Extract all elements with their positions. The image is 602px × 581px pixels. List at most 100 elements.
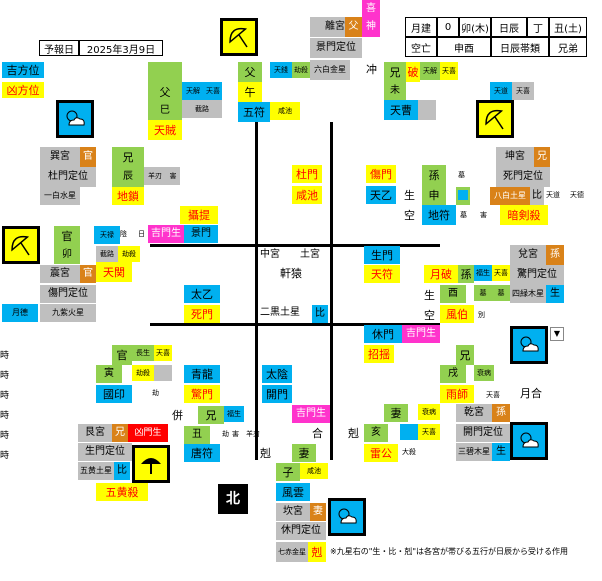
nw-tianxi: 天喜 [486,391,500,399]
center-tianfu: 天符 [364,265,400,283]
se-hai: 害 [166,167,180,185]
se-disuo: 地鎖 [112,187,144,205]
cloudy-sun-icon [328,498,366,536]
left-edge-5: 時 [0,451,10,461]
south-tag-xianchi: 咸池 [270,102,300,120]
info-shenyou: 申酉 [437,37,491,57]
se-jielu: 截路 [182,100,222,118]
nw-palace: 乾宮 [456,404,492,422]
sw-tianjie: 天解 [420,62,440,80]
grid-line-v2 [330,122,333,340]
lucky-direction: 吉方位 [2,62,44,78]
nw-yushi: 雨師 [440,385,474,403]
south-wufu: 五符 [238,102,270,122]
ne-kan: 兄 [112,424,128,442]
south-wu: 午 [238,82,262,102]
se-house: 一白水星 [40,187,80,205]
east-tianguan: 天関 [96,262,132,282]
south-house: 六白金星 [310,60,350,80]
north-jimensheng: 吉門生 [292,405,330,423]
west-fusheng: 福生 [474,265,492,281]
sw-po: 破 [406,62,420,82]
nw-ke: 剋 [348,427,359,440]
grid-line-h1 [150,244,440,247]
center-shengmen: 生門 [364,246,400,264]
dropdown-arrow-icon[interactable]: ▼ [550,327,564,341]
info-richen: 日辰 [491,17,527,37]
cloudy-sun-icon [56,100,94,138]
east-yin: 陰 [120,230,127,238]
north-qi: 妻 [292,444,316,462]
south-position: 景門定位 [310,38,362,58]
nw-tag-shuaibing: 衰病 [418,404,440,420]
east-ri: 日 [138,230,145,238]
forecast-date[interactable]: 2025年3月9日 [79,40,163,56]
sw-house: 八白土星 [490,187,530,205]
ne-yin: 寅 [96,365,122,383]
north-fengyun: 風雲 [276,483,310,501]
center-jimensheng: 吉門生 [402,325,440,343]
ne-jingmen: 驚門 [184,385,220,403]
info-dailei: 日辰帯類 [491,37,549,57]
sw-tiandao-tag: 天道 [546,191,560,199]
ne-palace: 艮宮 [78,424,112,442]
center-palace: 中宮 [260,249,280,260]
west-mu: 墓 [474,285,492,301]
west-house: 四緑木星 [510,285,546,303]
sw-mu2: 墓 [460,211,467,219]
sw-tianyi: 天乙 [366,186,396,204]
east-yuede: 月德 [2,304,38,322]
nw-kan: 孫 [492,404,510,422]
ne-tangfu: 唐符 [184,444,220,462]
ne-hai: 害 [232,430,239,438]
nw-position: 開門定位 [456,424,510,442]
cloudy-sun-icon [510,326,548,364]
unlucky-direction: 凶方位 [2,82,44,98]
sw-kong: 空 [404,209,415,222]
sw-wei: 未 [384,82,406,100]
north-ke2: 剋 [308,542,326,562]
north-ke: 剋 [260,447,271,460]
center-zhaoyao: 招揺 [364,345,394,363]
sw-anjiansha: 暗剣殺 [500,205,548,225]
umbrella-icon [132,445,170,483]
se-tianzei: 天賊 [148,120,182,140]
sw-shangmen: 傷門 [366,165,396,183]
nw-xiong: 兄 [456,345,474,365]
ne-xiong: 兄 [198,406,224,424]
nw-yuehe: 月合 [520,387,542,400]
north-kan: 妻 [310,503,326,521]
sw-tianxi2: 天喜 [512,82,534,100]
grid-line-h2 [150,323,440,326]
west-sheng: 生 [424,289,435,302]
info-xiongdi: 兄弟 [549,37,587,57]
sw-shen: 申 [422,185,446,205]
info-zero: 0 [437,17,459,37]
se-chen: 辰 [112,167,144,187]
north-taiyin: 太陰 [262,365,292,383]
cloudy-sun-icon [510,422,548,460]
sw-tiande-tag: 天德 [570,191,584,199]
north-note: ※九星右の"生・比・剋"は各宮が帯びる五行が日辰から受ける作用 [330,547,569,556]
west-kan: 孫 [546,245,564,265]
north-he: 合 [312,427,323,440]
sw-xiong: 兄 [384,62,406,82]
east-position: 傷門定位 [40,285,96,303]
west-you: 酉 [440,285,466,303]
sw-tiandao: 天道 [490,82,512,100]
se-jingmen: 景門 [184,225,218,243]
se-fu: 父 [148,82,182,102]
east-mao: 卯 [54,246,80,264]
center-xuanyuan: 軒猿 [280,267,302,280]
forecast-label: 予報日 [39,40,79,56]
umbrella-icon [476,100,514,138]
west-yuepo: 月破 [424,265,458,283]
sw-difu: 地符 [422,205,456,225]
left-edge-0: 時 [0,351,10,361]
ne-bing: 併 [172,409,183,422]
center-house: 二黒土星 [260,307,300,318]
grid-line-v4 [330,340,333,460]
north-position: 休門定位 [276,522,326,540]
ne-bi: 比 [114,462,130,480]
ne-house: 五黄土星 [78,462,114,480]
